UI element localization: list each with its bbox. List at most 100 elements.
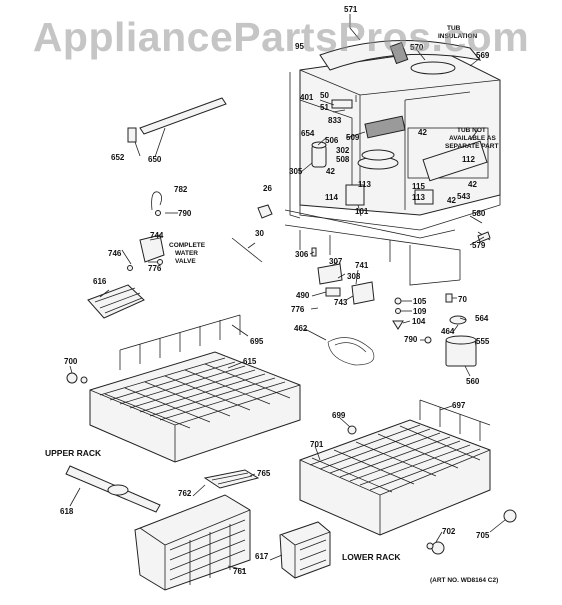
label-765: 765 xyxy=(257,469,271,478)
part-616-rail xyxy=(87,284,145,319)
part-744-valve xyxy=(139,234,165,263)
label-95: 95 xyxy=(295,42,304,51)
label-790b: 790 xyxy=(404,335,418,344)
part-782-hose xyxy=(151,191,162,211)
caption-insulation: INSULATION xyxy=(438,33,478,40)
label-464: 464 xyxy=(441,327,455,336)
label-42c: 42 xyxy=(468,180,477,189)
part-700-wheel xyxy=(66,372,78,384)
caption-available-as: AVAILABLE AS xyxy=(449,135,496,142)
part-617-basket xyxy=(279,521,331,579)
label-697: 697 xyxy=(452,401,466,410)
label-114: 114 xyxy=(325,193,338,202)
caption-tub: TUB xyxy=(447,25,461,32)
label-115: 115 xyxy=(412,182,425,191)
part-743-module xyxy=(351,281,375,305)
label-705: 705 xyxy=(476,531,490,540)
caption-separate-part: SEPARATE PART xyxy=(445,143,498,150)
label-307: 307 xyxy=(329,257,343,266)
label-700: 700 xyxy=(64,357,78,366)
label-30: 30 xyxy=(255,229,264,238)
label-699: 699 xyxy=(332,411,346,420)
part-761-basket xyxy=(134,494,251,591)
label-702: 702 xyxy=(442,527,456,536)
part-652-clip xyxy=(127,127,137,143)
label-833: 833 xyxy=(328,116,342,125)
part-765-cover xyxy=(203,469,260,489)
label-113a: 113 xyxy=(358,180,371,189)
label-401: 401 xyxy=(300,93,314,102)
silverware-baskets xyxy=(134,494,331,591)
tub-assembly xyxy=(284,40,501,286)
art-number: (ART NO. WD8164 C2) xyxy=(430,577,498,584)
label-744: 744 xyxy=(150,231,164,240)
left-small-parts xyxy=(87,97,273,319)
label-70: 70 xyxy=(458,295,467,304)
part-702-wheel xyxy=(431,541,445,555)
leader-lines xyxy=(69,14,506,571)
label-776b: 776 xyxy=(291,305,305,314)
captions: COMPLETE WATER VALVE TUB INSULATION TUB … xyxy=(45,25,498,584)
label-490: 490 xyxy=(296,291,310,300)
label-112: 112 xyxy=(462,155,475,164)
part-30-rod xyxy=(231,237,263,263)
label-509: 509 xyxy=(346,133,360,142)
label-743: 743 xyxy=(334,298,348,307)
label-109: 109 xyxy=(413,307,427,316)
label-560: 560 xyxy=(466,377,480,386)
label-105: 105 xyxy=(413,297,427,306)
part-790-screw xyxy=(155,210,161,216)
label-654: 654 xyxy=(301,129,315,138)
caption-water: WATER xyxy=(175,250,198,257)
upper-rack xyxy=(65,314,301,513)
label-555: 555 xyxy=(476,337,490,346)
label-615: 615 xyxy=(243,357,257,366)
label-695: 695 xyxy=(250,337,264,346)
caption-tub-not: TUB NOT xyxy=(457,127,486,134)
part-26-bracket xyxy=(257,204,273,219)
part-650-strip xyxy=(139,97,227,135)
caption-complete: COMPLETE xyxy=(169,242,206,249)
label-26: 26 xyxy=(263,184,272,193)
label-564: 564 xyxy=(475,314,489,323)
label-508: 508 xyxy=(336,155,350,164)
caption-lower-rack: LOWER RACK xyxy=(342,552,401,562)
label-617: 617 xyxy=(255,552,269,561)
label-42d: 42 xyxy=(447,196,456,205)
caption-valve: VALVE xyxy=(175,258,196,265)
part-705-wheel xyxy=(503,509,517,523)
label-701: 701 xyxy=(310,440,324,449)
label-652: 652 xyxy=(111,153,125,162)
label-543: 543 xyxy=(457,192,471,201)
label-50: 50 xyxy=(320,91,329,100)
part-699-clip xyxy=(347,425,357,435)
caption-upper-rack: UPPER RACK xyxy=(45,448,102,458)
label-570: 570 xyxy=(410,43,424,52)
label-571: 571 xyxy=(344,5,358,14)
label-741: 741 xyxy=(355,261,369,270)
part-labels: 571 570 569 95 50 401 51 833 654 509 506… xyxy=(60,5,490,576)
label-580: 580 xyxy=(472,209,486,218)
label-790a: 790 xyxy=(178,209,192,218)
part-462-wire-harness xyxy=(327,337,375,366)
label-42b: 42 xyxy=(326,167,335,176)
label-305: 305 xyxy=(289,167,303,176)
label-618: 618 xyxy=(60,507,74,516)
label-113b: 113 xyxy=(412,193,425,202)
label-616: 616 xyxy=(93,277,107,286)
label-506: 506 xyxy=(325,136,339,145)
lower-rack xyxy=(299,399,517,555)
label-101: 101 xyxy=(355,207,369,216)
label-569: 569 xyxy=(476,51,490,60)
label-51: 51 xyxy=(320,103,329,112)
label-762: 762 xyxy=(178,489,192,498)
label-761: 761 xyxy=(233,567,247,576)
label-579: 579 xyxy=(472,241,486,250)
label-306: 306 xyxy=(295,250,309,259)
label-462: 462 xyxy=(294,324,308,333)
label-650: 650 xyxy=(148,155,162,164)
label-42a: 42 xyxy=(418,128,427,137)
part-307-door-latch xyxy=(317,263,343,285)
label-308: 308 xyxy=(347,272,361,281)
